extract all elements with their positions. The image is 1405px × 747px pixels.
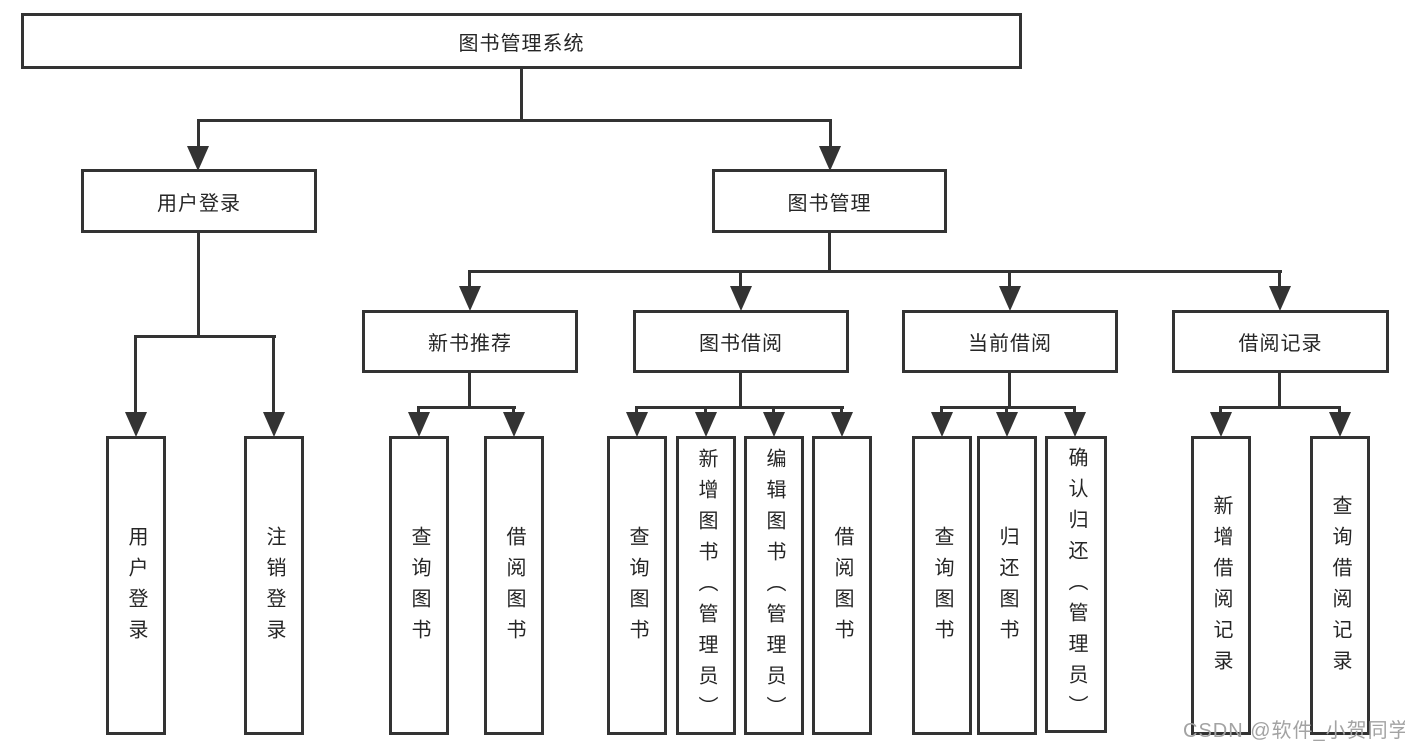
connector-stub-book-mgmt (829, 119, 832, 148)
leaf-label: 查询借阅记录 (1329, 494, 1351, 681)
connector-stub-leaf-logout (272, 335, 275, 414)
connector-stub (1073, 406, 1076, 415)
arrowhead-leaf (695, 412, 717, 437)
arrowhead-user-login (187, 146, 209, 171)
arrowhead-leaf (831, 412, 853, 437)
leaf-label: 借阅图书 (831, 525, 853, 650)
connector-stub (940, 406, 943, 415)
connector-stub (1338, 406, 1341, 415)
arrowhead-leaf (1210, 412, 1232, 437)
connector-stub (417, 406, 420, 415)
connector-stub-leaf-user-login (134, 335, 137, 414)
connector-newbook-horizontal (417, 406, 516, 409)
leaf-label: 编辑图书（管理员） (763, 448, 785, 727)
arrowhead-new-book (459, 286, 481, 311)
connector-current-vertical (1008, 373, 1011, 408)
connector-stub (1219, 406, 1222, 415)
node-new-book-recommend: 新书推荐 (362, 310, 578, 373)
connector-stub (1005, 406, 1008, 415)
node-current-borrowing: 当前借阅 (902, 310, 1118, 373)
connector-stub-current-borrow (1008, 270, 1011, 288)
leaf-label: 查询图书 (626, 525, 648, 650)
connector-user-horizontal (134, 335, 276, 338)
leaf-label: 新增图书（管理员） (695, 448, 717, 727)
connector-mgmt-vertical (828, 233, 831, 273)
leaf-current-return-books: 归还图书 (977, 436, 1037, 735)
connector-record-horizontal (1219, 406, 1341, 409)
connector-stub-book-borrow (739, 270, 742, 288)
connector-stub-new-book (468, 270, 471, 288)
node-library-management-system: 图书管理系统 (21, 13, 1022, 69)
node-book-borrowing: 图书借阅 (633, 310, 849, 373)
connector-user-vertical (197, 233, 200, 337)
connector-newbook-vertical (468, 373, 471, 408)
connector-stub (512, 406, 515, 415)
leaf-label: 归还图书 (996, 525, 1018, 650)
arrowhead-leaf (503, 412, 525, 437)
leaf-label: 确认归还（管理员） (1065, 447, 1087, 726)
arrowhead-book-borrow (730, 286, 752, 311)
node-user-login: 用户登录 (81, 169, 317, 233)
leaf-current-query-books: 查询图书 (912, 436, 972, 735)
node-label: 新书推荐 (428, 333, 512, 355)
leaf-label: 借阅图书 (503, 525, 525, 650)
leaf-current-confirm-return-admin: 确认归还（管理员） (1045, 436, 1107, 733)
connector-stub (840, 406, 843, 415)
connector-record-vertical (1278, 373, 1281, 408)
node-book-management: 图书管理 (712, 169, 947, 233)
arrowhead-current-borrow (999, 286, 1021, 311)
arrowhead-book-mgmt (819, 146, 841, 171)
arrowhead-borrow-record (1269, 286, 1291, 311)
leaf-label: 查询图书 (931, 525, 953, 650)
connector-stub (635, 406, 638, 415)
leaf-label: 注销登录 (263, 525, 285, 650)
connector-borrow-vertical (739, 373, 742, 408)
arrowhead-leaf (626, 412, 648, 437)
leaf-record-query-borrow-record: 查询借阅记录 (1310, 436, 1370, 735)
node-label: 当前借阅 (968, 333, 1052, 355)
leaf-label: 用户登录 (125, 525, 147, 650)
node-borrow-records: 借阅记录 (1172, 310, 1389, 373)
leaf-record-add-borrow-record: 新增借阅记录 (1191, 436, 1251, 735)
leaf-label: 查询图书 (408, 525, 430, 650)
connector-stub (772, 406, 775, 415)
arrowhead-leaf-user-login (125, 412, 147, 437)
connector-borrow-horizontal (635, 406, 844, 409)
arrowhead-leaf (763, 412, 785, 437)
arrowhead-leaf-logout (263, 412, 285, 437)
node-label: 图书借阅 (699, 333, 783, 355)
node-label: 图书管理 (787, 192, 872, 215)
connector-stub-user-login (197, 119, 200, 148)
arrowhead-leaf (1329, 412, 1351, 437)
leaf-borrow-borrow-books: 借阅图书 (812, 436, 872, 735)
connector-root-horizontal (197, 119, 832, 122)
arrowhead-leaf (1064, 412, 1086, 437)
leaf-borrow-query-books: 查询图书 (607, 436, 667, 735)
connector-root-vertical (520, 66, 523, 121)
connector-stub-borrow-record (1278, 270, 1281, 288)
leaf-recommend-query-books: 查询图书 (389, 436, 449, 735)
node-label: 用户登录 (157, 192, 241, 215)
leaf-borrow-edit-books-admin: 编辑图书（管理员） (744, 436, 804, 735)
connector-current-horizontal (940, 406, 1076, 409)
connector-stub (704, 406, 707, 415)
leaf-borrow-add-books-admin: 新增图书（管理员） (676, 436, 736, 735)
csdn-watermark: CSDN @软件_小贺同学 (1183, 720, 1405, 742)
arrowhead-leaf (996, 412, 1018, 437)
arrowhead-leaf (408, 412, 430, 437)
arrowhead-leaf (931, 412, 953, 437)
connector-mgmt-horizontal (468, 270, 1282, 273)
leaf-user-login: 用户登录 (106, 436, 166, 735)
node-label: 借阅记录 (1238, 333, 1323, 355)
leaf-logout: 注销登录 (244, 436, 304, 735)
leaf-recommend-borrow-books: 借阅图书 (484, 436, 544, 735)
node-label: 图书管理系统 (458, 32, 585, 55)
leaf-label: 新增借阅记录 (1210, 494, 1232, 681)
